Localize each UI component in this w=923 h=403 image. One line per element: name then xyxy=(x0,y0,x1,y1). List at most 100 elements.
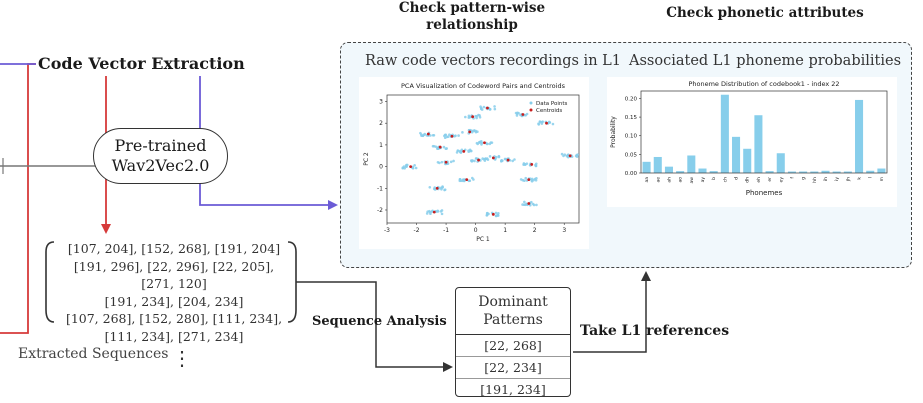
pca-scatter-chart: PCA Visualization of Codeword Pairs and … xyxy=(363,82,580,243)
cluster xyxy=(560,152,580,159)
bar xyxy=(787,171,796,173)
centroid-point xyxy=(568,154,572,158)
y-tick-label: 0.20 xyxy=(625,96,638,102)
bar xyxy=(709,171,718,173)
data-point xyxy=(440,209,444,212)
y-axis-label: PC 2 xyxy=(363,152,370,166)
data-point xyxy=(452,159,455,163)
x-tick-label: 0 xyxy=(474,227,478,234)
data-point xyxy=(484,157,488,161)
x-tick-label: jh xyxy=(845,177,851,182)
centroid-point xyxy=(438,145,442,149)
data-point xyxy=(443,188,447,191)
x-tick-label: er xyxy=(767,177,773,182)
centroid-point xyxy=(506,158,510,162)
cluster xyxy=(425,209,444,216)
data-point xyxy=(511,159,514,163)
legend-marker-centroids xyxy=(529,108,533,112)
y-tick-label: 0.05 xyxy=(625,152,638,158)
data-point xyxy=(540,120,544,124)
data-point xyxy=(574,154,578,158)
data-point xyxy=(474,129,478,133)
chart-title: Phoneme Distribution of codebook1 - inde… xyxy=(688,80,839,88)
data-point xyxy=(414,166,418,170)
cluster xyxy=(436,159,455,166)
cluster xyxy=(431,144,448,151)
code-vector-extraction-title: Code Vector Extraction xyxy=(38,54,245,73)
data-point xyxy=(482,105,486,109)
data-point xyxy=(535,176,538,180)
centroid-point xyxy=(527,178,531,182)
bar xyxy=(698,168,707,173)
data-point xyxy=(467,179,471,183)
analysis-panel: Raw code vectors recordings in L1 Associ… xyxy=(340,42,912,268)
x-tick-label: d xyxy=(734,177,740,180)
data-point xyxy=(428,185,432,189)
dominant-pattern-item: [22, 268] xyxy=(456,335,570,357)
data-point xyxy=(480,141,484,145)
data-point xyxy=(461,131,464,134)
data-point xyxy=(438,161,441,165)
x-axis-label: PC 1 xyxy=(476,236,490,243)
sequence-analysis-label: Sequence Analysis xyxy=(312,314,447,329)
bar xyxy=(732,136,741,173)
y-tick-label: -2 xyxy=(377,207,383,214)
phoneme-bar-chart: Phoneme Distribution of codebook1 - inde… xyxy=(610,80,888,197)
cluster xyxy=(419,131,436,138)
sequence-row: [107, 268], [152, 280], [111, 234], xyxy=(65,311,283,327)
x-tick-label: k xyxy=(857,177,863,180)
data-point xyxy=(402,165,406,168)
data-point xyxy=(444,133,448,137)
data-point xyxy=(488,155,492,158)
legend-label-points: Data Points xyxy=(536,101,568,107)
data-point xyxy=(515,114,519,117)
data-point xyxy=(433,188,437,191)
data-point xyxy=(472,129,476,133)
data-point xyxy=(457,134,460,137)
cluster xyxy=(469,157,487,163)
sequence-row: [191, 234], [204, 234] xyxy=(104,293,244,309)
centroid-point xyxy=(527,202,531,205)
bar xyxy=(754,115,763,173)
data-point xyxy=(494,211,498,215)
data-point xyxy=(479,106,483,110)
data-point xyxy=(522,203,526,207)
bar xyxy=(776,153,785,173)
data-point xyxy=(419,131,422,135)
bar xyxy=(687,155,696,173)
data-point xyxy=(551,122,555,126)
y-tick-label: 3 xyxy=(379,99,383,106)
x-tick-label: 1 xyxy=(503,227,507,234)
data-point xyxy=(459,150,463,154)
dominant-title-line1: Dominant xyxy=(478,294,548,310)
data-point xyxy=(405,165,408,168)
data-point xyxy=(475,114,478,118)
bar xyxy=(832,171,841,173)
data-point xyxy=(476,142,480,146)
data-point xyxy=(458,177,462,181)
data-point xyxy=(473,159,476,163)
bar xyxy=(799,171,808,173)
plot-frame xyxy=(640,90,888,174)
data-point xyxy=(524,176,528,180)
y-tick-label: 0.15 xyxy=(625,115,638,121)
data-point xyxy=(532,178,535,182)
vertical-ellipsis: ⋮ xyxy=(172,346,192,370)
centroid-point xyxy=(477,158,480,162)
pca-chart-card: PCA Visualization of Codeword Pairs and … xyxy=(359,77,589,249)
x-tick-label: 2 xyxy=(533,227,537,234)
x-tick-label: g xyxy=(802,177,807,180)
right-bracket xyxy=(287,241,297,323)
centroid-point xyxy=(426,132,430,136)
cluster xyxy=(479,105,497,111)
data-point xyxy=(446,162,450,165)
data-point xyxy=(464,115,467,119)
x-tick-label: -3 xyxy=(384,227,390,234)
x-tick-label: iy xyxy=(834,177,840,181)
y-tick-label: 1 xyxy=(379,142,383,149)
check-pattern-line2: relationship xyxy=(426,17,518,33)
bar xyxy=(855,99,864,173)
x-tick-label: aw xyxy=(690,177,695,184)
centroid-point xyxy=(491,156,495,160)
data-point xyxy=(500,159,503,162)
